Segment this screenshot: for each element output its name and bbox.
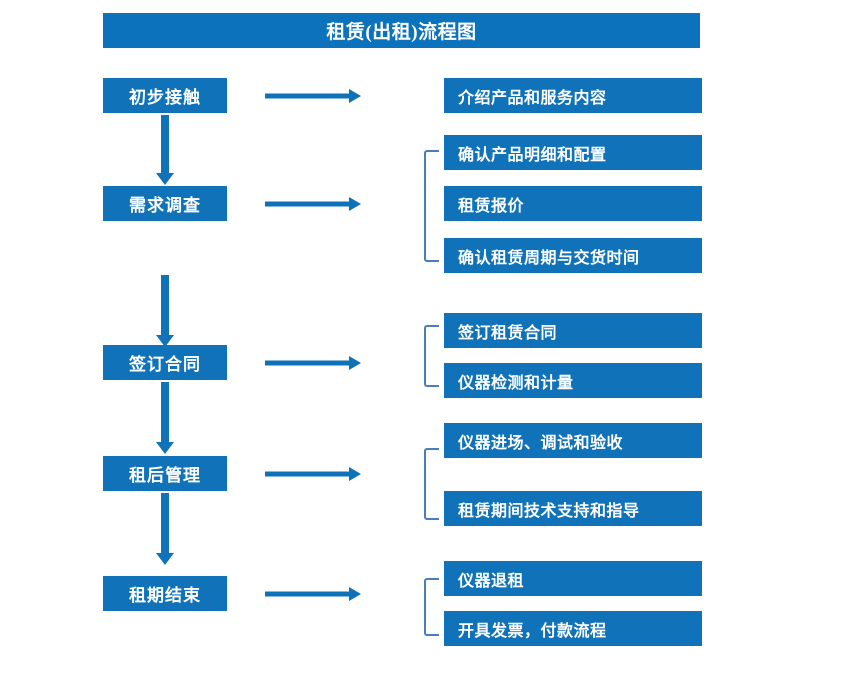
group-bracket-rental-end	[424, 578, 439, 636]
stage-box-post-rental-management[interactable]: 租后管理	[103, 456, 227, 491]
arrow-right-stage-5	[265, 587, 361, 601]
detail-box-confirm-period-delivery[interactable]: 确认租赁周期与交货时间	[444, 238, 702, 273]
detail-box-technical-support[interactable]: 租赁期间技术支持和指导	[444, 491, 702, 526]
arrow-down-1	[156, 115, 174, 185]
stage-box-demand-survey[interactable]: 需求调查	[103, 186, 227, 221]
detail-box-rental-quote[interactable]: 租赁报价	[444, 186, 702, 221]
arrow-right-stage-4	[265, 467, 361, 481]
detail-box-confirm-product-spec[interactable]: 确认产品明细和配置	[444, 135, 702, 170]
arrow-right-stage-1	[265, 89, 361, 103]
arrow-down-2	[156, 275, 174, 347]
group-bracket-post-rental	[424, 448, 439, 520]
arrow-down-4	[156, 493, 174, 565]
detail-box-sign-rental-agreement[interactable]: 签订租赁合同	[444, 313, 702, 348]
detail-box-instrument-inspection[interactable]: 仪器检测和计量	[444, 363, 702, 398]
arrow-right-stage-2	[265, 197, 361, 211]
detail-box-instrument-return[interactable]: 仪器退租	[444, 561, 702, 596]
detail-box-instrument-entry-commissioning[interactable]: 仪器进场、调试和验收	[444, 423, 702, 458]
arrow-right-stage-3	[265, 356, 361, 370]
stage-box-initial-contact[interactable]: 初步接触	[103, 78, 227, 113]
stage-box-rental-end[interactable]: 租期结束	[103, 576, 227, 611]
detail-box-invoice-payment[interactable]: 开具发票，付款流程	[444, 611, 702, 646]
stage-box-sign-contract[interactable]: 签订合同	[103, 345, 227, 380]
arrow-down-3	[156, 382, 174, 454]
group-bracket-demand-survey	[424, 150, 439, 262]
detail-box-intro-products-services[interactable]: 介绍产品和服务内容	[444, 78, 702, 113]
page-title: 租赁(出租)流程图	[103, 13, 700, 48]
group-bracket-sign-contract	[424, 325, 439, 387]
